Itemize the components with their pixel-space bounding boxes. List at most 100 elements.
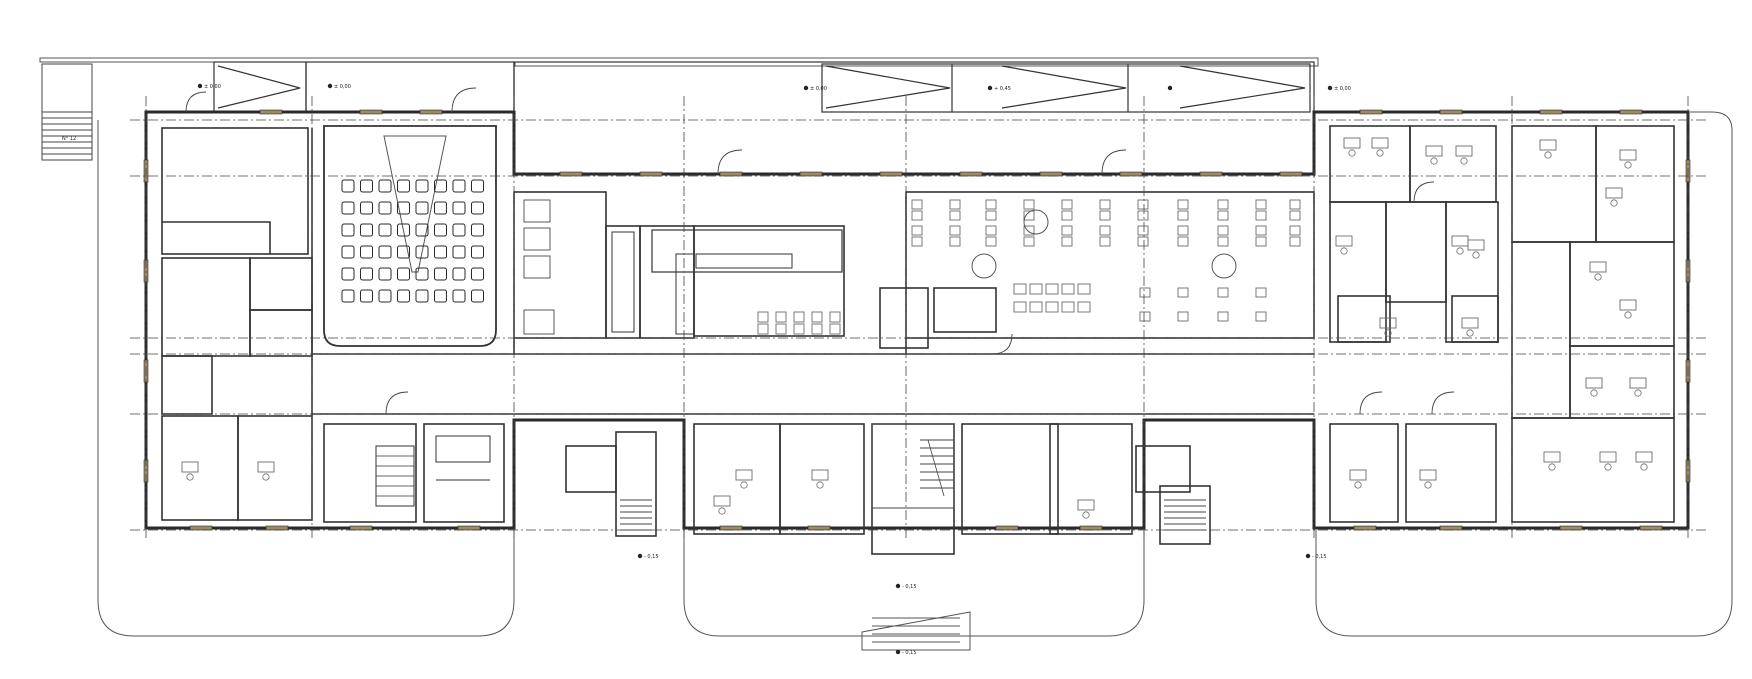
- dining-chair: [1099, 199, 1111, 210]
- dining-chair: [793, 323, 805, 335]
- auditorium-seat: [471, 267, 484, 281]
- auditorium-seat: [397, 201, 410, 215]
- auditorium-seat: [415, 201, 429, 215]
- office-chair: [1348, 149, 1356, 157]
- dining-chair: [1023, 225, 1035, 236]
- dining-chair: [1255, 225, 1267, 236]
- window: [359, 109, 383, 115]
- office-chair: [1430, 157, 1438, 165]
- auditorium-seat: [341, 245, 355, 259]
- dining-chair: [1029, 301, 1043, 313]
- auditorium-seat: [434, 201, 447, 215]
- dining-chair: [1217, 199, 1229, 210]
- elevation-label-b: ± 0,00: [334, 84, 351, 90]
- desk: [1455, 145, 1473, 157]
- desk: [1461, 317, 1479, 329]
- office-chair: [1544, 151, 1552, 159]
- window: [1439, 109, 1463, 115]
- dining-chair: [1045, 283, 1059, 295]
- dining-chair: [911, 236, 923, 247]
- window: [457, 525, 481, 531]
- window: [719, 525, 743, 531]
- auditorium-seat: [452, 267, 466, 281]
- dining-chair: [1217, 210, 1229, 221]
- desk: [1619, 299, 1637, 311]
- auditorium-seat: [360, 289, 373, 303]
- dining-chair: [1177, 210, 1189, 221]
- dining-chair: [793, 311, 805, 323]
- auditorium-seat: [378, 201, 392, 215]
- auditorium-seat: [471, 289, 484, 303]
- desk: [1585, 377, 1603, 389]
- dining-chair: [1137, 225, 1149, 236]
- office-chair: [1340, 247, 1348, 255]
- window: [1539, 109, 1563, 115]
- left-wing-rooms: [161, 127, 313, 521]
- dining-chair: [1217, 287, 1229, 298]
- dining-chair: [911, 210, 923, 221]
- desk: [1467, 239, 1485, 251]
- desk: [1543, 451, 1561, 463]
- office-chair: [1354, 481, 1362, 489]
- desk: [1425, 145, 1443, 157]
- exterior-stair-left: [41, 63, 93, 161]
- window: [1639, 525, 1663, 531]
- auditorium-seat: [341, 223, 355, 237]
- desk: [1605, 187, 1623, 199]
- desk: [1619, 149, 1637, 161]
- elevation-label-c: ± 0,00: [810, 86, 827, 92]
- dining-chair: [1013, 283, 1027, 295]
- window: [879, 171, 903, 177]
- dining-logos: [971, 209, 1237, 279]
- window: [1359, 109, 1383, 115]
- auditorium-seat: [415, 289, 429, 303]
- office-desks: [181, 137, 1653, 519]
- auditorium-seat: [415, 245, 429, 259]
- dining-chair: [949, 199, 961, 210]
- dining-chair: [985, 236, 997, 247]
- elevation-label-f: - 0,15: [902, 584, 917, 590]
- auditorium-seat: [378, 289, 392, 303]
- auditorium: [323, 125, 497, 347]
- auditorium-seat: [452, 245, 466, 259]
- dining-chair: [829, 311, 841, 323]
- dining-chair: [1061, 283, 1075, 295]
- dining-chair: [1255, 311, 1267, 322]
- desk: [1599, 451, 1617, 463]
- auditorium-seat: [378, 223, 392, 237]
- dining-chair: [757, 323, 769, 335]
- dining-chair: [1289, 225, 1301, 236]
- window: [265, 525, 289, 531]
- dining-chair: [1061, 210, 1073, 221]
- auditorium-seat: [378, 245, 392, 259]
- dining-chair: [1077, 283, 1091, 295]
- window: [1353, 525, 1377, 531]
- desk: [1371, 137, 1389, 149]
- window: [259, 109, 283, 115]
- desk: [811, 469, 829, 481]
- desk: [713, 495, 731, 507]
- auditorium-seat: [378, 267, 392, 281]
- dining-chair: [1099, 210, 1111, 221]
- dining-chair: [1023, 236, 1035, 247]
- dining-chair: [1217, 311, 1229, 322]
- office-chair: [1456, 247, 1464, 255]
- elevation-label-a: ± 0,00: [204, 84, 221, 90]
- dining-chair: [1177, 199, 1189, 210]
- window: [1119, 171, 1143, 177]
- dining-chair: [1177, 287, 1189, 298]
- desk: [1335, 235, 1353, 247]
- office-chair: [1376, 149, 1384, 157]
- dining-chair: [1217, 225, 1229, 236]
- auditorium-seat: [341, 179, 355, 193]
- elevation-label-h: - 0,15: [644, 554, 659, 560]
- auditorium-seat: [434, 179, 447, 193]
- desk: [1419, 469, 1437, 481]
- office-chair: [1384, 329, 1392, 337]
- dining-chair: [1137, 210, 1149, 221]
- office-chair: [262, 473, 270, 481]
- office-chair: [1466, 329, 1474, 337]
- dining-chair: [1099, 225, 1111, 236]
- dining-chair: [1099, 236, 1111, 247]
